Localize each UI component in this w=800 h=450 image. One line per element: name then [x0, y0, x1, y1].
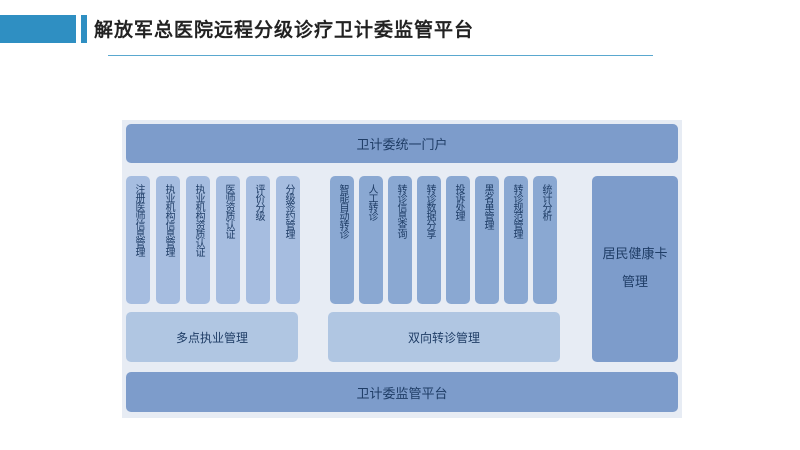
module-label: 分级签约管理 [283, 184, 294, 238]
health-card-label-line2: 管理 [621, 275, 648, 290]
title-accent-divider [81, 15, 87, 43]
module-column: 转诊数据分享 [417, 176, 441, 304]
unified-portal-bar: 卫计委统一门户 [126, 124, 678, 163]
module-label: 人工转诊 [366, 184, 377, 220]
two-way-referral-group: 双向转诊管理 [328, 312, 560, 362]
title-underline [108, 55, 653, 56]
module-label: 转诊规范管理 [511, 184, 522, 238]
health-card-management: 居民健康卡 管理 [592, 176, 678, 362]
module-column: 医师资质认证 [216, 176, 240, 304]
module-label: 注册医师信息管理 [133, 184, 144, 256]
module-column: 统计分析 [533, 176, 557, 304]
module-label: 黑名单管理 [482, 184, 493, 229]
page-title: 解放军总医院远程分级诊疗卫计委监管平台 [94, 19, 475, 41]
multi-site-practice-group: 多点执业管理 [126, 312, 298, 362]
module-column: 人工转诊 [359, 176, 383, 304]
module-column: 投诉处理 [446, 176, 470, 304]
module-column: 转诊信息查询 [388, 176, 412, 304]
module-column: 分级签约管理 [276, 176, 300, 304]
module-column: 黑名单管理 [475, 176, 499, 304]
title-accent-bar [0, 15, 76, 43]
module-column: 注册医师信息管理 [126, 176, 150, 304]
module-label: 执业机构资质认证 [193, 184, 204, 256]
module-column: 评价分级 [246, 176, 270, 304]
module-label: 执业机构信息管理 [163, 184, 174, 256]
health-card-label-line1: 居民健康卡 [602, 247, 668, 262]
module-column: 智能自动转诊 [330, 176, 354, 304]
module-column: 执业机构信息管理 [156, 176, 180, 304]
module-label: 转诊信息查询 [395, 184, 406, 238]
module-label: 智能自动转诊 [337, 184, 348, 238]
module-label: 投诉处理 [453, 184, 464, 220]
module-column: 执业机构资质认证 [186, 176, 210, 304]
supervision-platform-bar: 卫计委监管平台 [126, 372, 678, 412]
architecture-diagram: 卫计委统一门户 注册医师信息管理 执业机构信息管理 执业机构资质认证 医师资质认… [122, 120, 682, 418]
module-label: 评价分级 [253, 184, 264, 220]
module-label: 医师资质认证 [223, 184, 234, 238]
module-column: 转诊规范管理 [504, 176, 528, 304]
module-label: 统计分析 [540, 184, 551, 220]
module-label: 转诊数据分享 [424, 184, 435, 238]
